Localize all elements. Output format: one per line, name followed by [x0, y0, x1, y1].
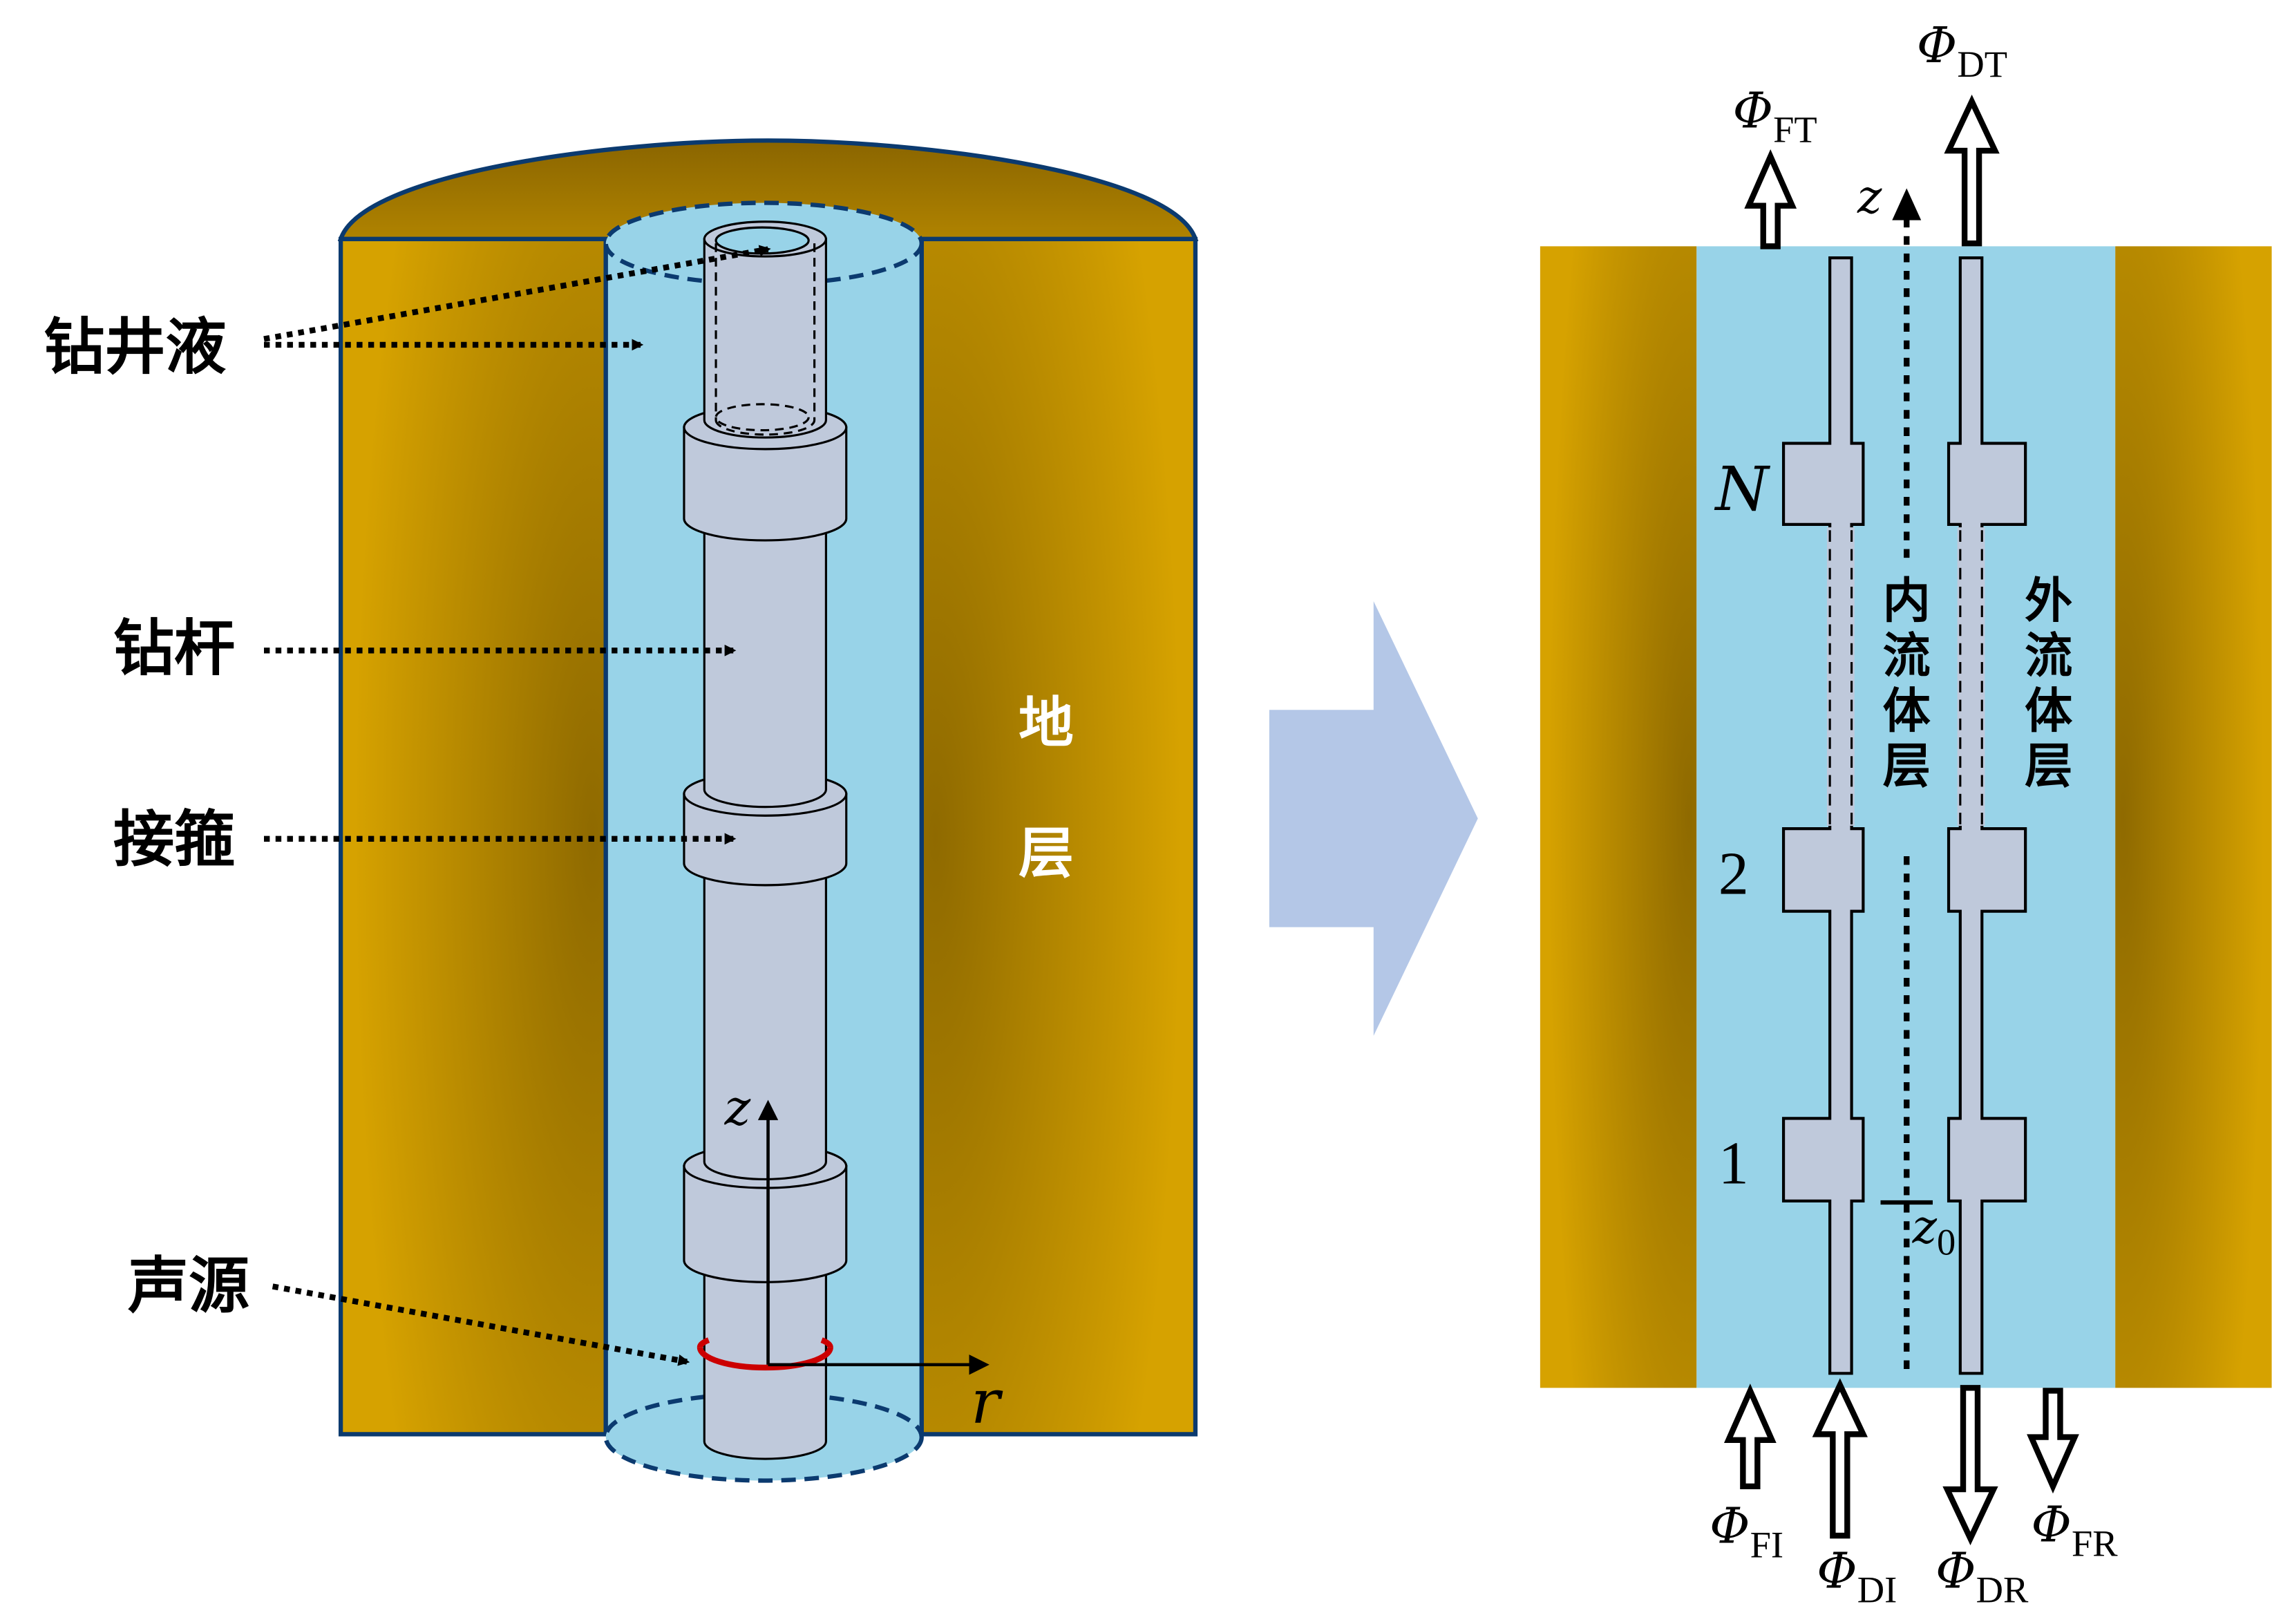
pipe-segment-middle — [703, 520, 827, 809]
z-axis-label: z — [724, 1079, 751, 1136]
inner-fluid-layer-label: 内 流 体 层 — [1883, 574, 1931, 794]
pipe-walls — [1781, 256, 2027, 1375]
coordinate-axes: z r — [724, 1079, 1003, 1437]
inner-label-char: 流 — [1883, 629, 1931, 684]
flux-label-fr: ΦFR — [2032, 1496, 2119, 1565]
label-borehole-fluid: 钻井液 — [44, 311, 226, 382]
leader-source — [272, 1283, 690, 1366]
label-source: 声源 — [128, 1250, 249, 1321]
inner-label-char: 层 — [1883, 739, 1931, 794]
flux-arrow-fr — [2027, 1388, 2079, 1494]
flux-label-dr: ΦDR — [1935, 1542, 2029, 1611]
label-coupling: 接箍 — [113, 804, 235, 875]
outer-label-char: 层 — [2025, 739, 2072, 794]
pipe-segment-lower — [703, 875, 827, 1180]
transform-arrow — [1269, 601, 1478, 1036]
flux-arrow-fi — [1723, 1384, 1777, 1490]
formation-label-char-1: 地 — [1019, 690, 1074, 755]
pipe-segment-top — [703, 238, 827, 439]
outer-label-char: 流 — [2025, 629, 2072, 684]
leader-lines — [263, 245, 771, 1366]
coupling-1 — [683, 426, 848, 542]
layered-model: z z0 N 2 1 内 流 体 层 外 流 体 层 ΦFT ΦDT ΦFI Φ… — [1540, 17, 2272, 1611]
flux-arrow-di — [1812, 1378, 1868, 1539]
flux-arrows — [1723, 94, 2079, 1546]
formation-right-layer — [2115, 246, 2272, 1388]
z-axis-arrowhead — [1892, 188, 1922, 220]
flux-label-di: ΦDI — [1817, 1542, 1897, 1611]
outer-fluid-layer-label: 外 流 体 层 — [2025, 574, 2073, 794]
formation-label-char-2: 层 — [1019, 821, 1074, 885]
formation-top-surface — [337, 138, 1199, 242]
fluid-layer — [1696, 246, 2116, 1388]
acoustic-source-ring — [697, 1347, 833, 1371]
right-z-axis-label: z — [1857, 170, 1882, 224]
drill-string — [683, 220, 848, 1460]
coupling-index-1: 1 — [1719, 1131, 1749, 1198]
flux-label-ft: ΦFT — [1733, 82, 1817, 150]
flux-arrow-ft — [1744, 149, 1797, 249]
flux-arrow-dr — [1942, 1385, 1998, 1546]
coupling-index-2: 2 — [1719, 840, 1749, 907]
flux-arrow-dt — [1944, 94, 2000, 247]
coupling-index-n: N — [1714, 453, 1771, 525]
formation-left-layer — [1540, 246, 1697, 1388]
coupling-2 — [683, 793, 848, 887]
borehole-3d-model: z r 地 层 钻井液 钻杆 接箍 声源 — [44, 138, 1199, 1483]
inner-label-char: 体 — [1883, 683, 1931, 739]
flux-label-dt: ΦDT — [1917, 17, 2007, 85]
leader-borehole-fluid-2 — [263, 245, 771, 342]
flux-label-fi: ΦFI — [1710, 1498, 1783, 1566]
label-drill-pipe: 钻杆 — [113, 613, 235, 684]
pipe-gap-segment — [1957, 527, 1985, 826]
z0-label: z0 — [1912, 1200, 1956, 1263]
outer-label-char: 体 — [2025, 683, 2073, 739]
r-axis-label: r — [971, 1366, 1003, 1437]
outer-label-char: 外 — [2025, 574, 2072, 629]
pipe-gap-segment — [1826, 527, 1855, 826]
inner-label-char: 内 — [1883, 574, 1931, 629]
